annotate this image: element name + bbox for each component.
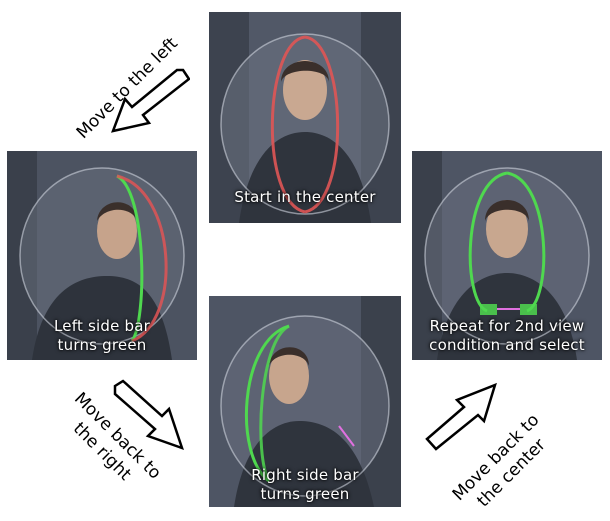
avatar-sphere-scene — [7, 151, 197, 360]
caption-left-bar: Left side bar turns green — [54, 317, 150, 354]
panel-repeat-select: Repeat for 2nd view condition and select — [412, 151, 602, 360]
panel-left-bar-green: Left side bar turns green — [7, 151, 197, 360]
panel-right-bar-green: Right side bar turns green — [209, 296, 401, 507]
panel-start-center: Start in the center — [209, 12, 401, 223]
avatar-sphere-scene — [412, 151, 602, 360]
caption-right-bar: Right side bar turns green — [251, 466, 359, 503]
caption-repeat-select: Repeat for 2nd view condition and select — [429, 317, 585, 354]
arrow-up-right-icon — [425, 382, 497, 451]
arrow-down-left-icon — [111, 68, 190, 133]
avatar-sphere-scene — [209, 12, 401, 223]
caption-start-center: Start in the center — [234, 188, 376, 206]
avatar-sphere-scene — [209, 296, 401, 507]
arrow-down-right-icon — [113, 379, 184, 451]
